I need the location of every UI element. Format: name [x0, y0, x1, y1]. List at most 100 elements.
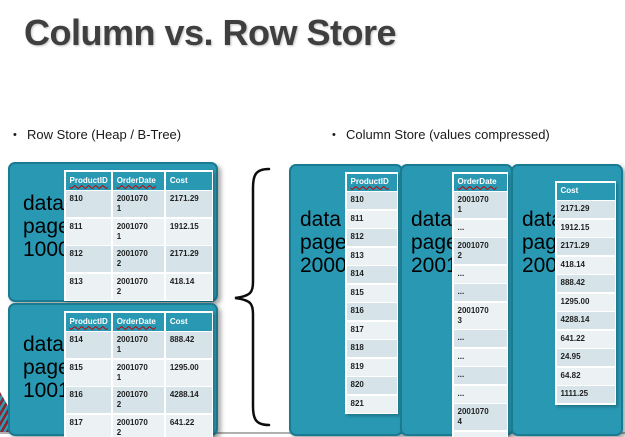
table-cell: 1295.00 [165, 359, 212, 386]
table-cell: 812 [65, 246, 112, 272]
table-cell: 2001070 2 [453, 238, 507, 264]
bullet-row-store: • Row Store (Heap / B-Tree) [13, 127, 181, 142]
table-cell: 815 [65, 359, 112, 386]
table-cell: 4288.14 [556, 312, 615, 329]
column-header: ProductID [65, 171, 112, 190]
table-cell: 814 [65, 332, 112, 358]
table-cell: ... [453, 348, 507, 366]
page-label-2001: data page 2001 [411, 208, 458, 278]
table-cell: 1111.25 [556, 386, 615, 403]
table-cell: ... [453, 431, 507, 437]
table-cell: 641.22 [165, 414, 212, 437]
table-cell: ... [453, 385, 507, 403]
table-cell: 1912.15 [165, 218, 212, 245]
table-cell: 813 [65, 273, 112, 300]
table-cell: 418.14 [556, 256, 615, 274]
table-cell: 888.42 [556, 275, 615, 292]
table-cell: 2001070 1 [112, 332, 165, 358]
table-cell: 1295.00 [556, 293, 615, 311]
column-header: ProductID [65, 312, 112, 331]
column-header: OrderDate [112, 312, 165, 331]
table-cell: ... [453, 284, 507, 301]
table-cell: 2001070 2 [112, 273, 165, 300]
table-cell: 2171.29 [165, 246, 212, 272]
table-cell: 2001070 2 [112, 414, 165, 437]
column-header: Cost [165, 312, 212, 331]
table-cell: ... [453, 367, 507, 384]
table-cell: 817 [346, 321, 397, 339]
column-header: ProductID [346, 173, 397, 191]
table-cell: 2171.29 [556, 201, 615, 218]
bullet-row-store-label: Row Store (Heap / B-Tree) [27, 127, 182, 142]
column-header: OrderDate [112, 171, 165, 190]
table-cell: 819 [346, 358, 397, 376]
table-cell: 2001070 1 [453, 192, 507, 218]
table-cell: 810 [346, 192, 397, 209]
bullet-icon: • [13, 129, 17, 141]
table-cell: 2001070 3 [453, 302, 507, 329]
table-cell: 2001070 2 [112, 387, 165, 413]
slide-title: Column vs. Row Store [24, 12, 397, 53]
table-cell: 2171.29 [556, 238, 615, 255]
table-cell: 816 [65, 387, 112, 413]
table-cell: 2001070 1 [112, 191, 165, 217]
table-cell: 2001070 1 [112, 218, 165, 245]
bullet-column-store-label: Column Store (values compressed) [346, 127, 550, 142]
table-cell: 1912.15 [556, 219, 615, 237]
table-cell: 2171.29 [165, 191, 212, 217]
column-header: OrderDate [453, 173, 507, 191]
table-cell: 820 [346, 377, 397, 394]
table-cell: 815 [346, 284, 397, 302]
table-cell: 816 [346, 303, 397, 320]
table-cell: 64.82 [556, 367, 615, 385]
curly-brace-icon [234, 167, 271, 427]
table-cell: 817 [65, 414, 112, 437]
table-cell: 811 [346, 210, 397, 228]
column-header: Cost [556, 182, 615, 200]
table-cell: 2001070 2 [112, 246, 165, 272]
page-label-1001: data page 1001 [23, 333, 70, 403]
table-cell: 4288.14 [165, 387, 212, 413]
table-cell: 818 [346, 340, 397, 357]
table-cell: 813 [346, 247, 397, 265]
table-cell: 2001070 1 [112, 359, 165, 386]
page-label-1000: data page 1000 [23, 192, 70, 262]
table-cell: 418.14 [165, 273, 212, 300]
table-cell: 811 [65, 218, 112, 245]
table-cell: 814 [346, 266, 397, 283]
table-cell: 2001070 4 [453, 404, 507, 430]
table-cell: 24.95 [556, 349, 615, 366]
table-cell: 810 [65, 191, 112, 217]
page-label-2000: data page 2000 [300, 208, 347, 278]
table-cell: 812 [346, 229, 397, 246]
bullet-column-store: • Column Store (values compressed) [332, 127, 550, 142]
table-cell: 641.22 [556, 330, 615, 348]
table-cell: 821 [346, 395, 397, 413]
bullet-icon: • [332, 129, 336, 141]
table-cell: ... [453, 265, 507, 283]
table-cell: ... [453, 219, 507, 237]
table-cell: 888.42 [165, 332, 212, 358]
column-header: Cost [165, 171, 212, 190]
